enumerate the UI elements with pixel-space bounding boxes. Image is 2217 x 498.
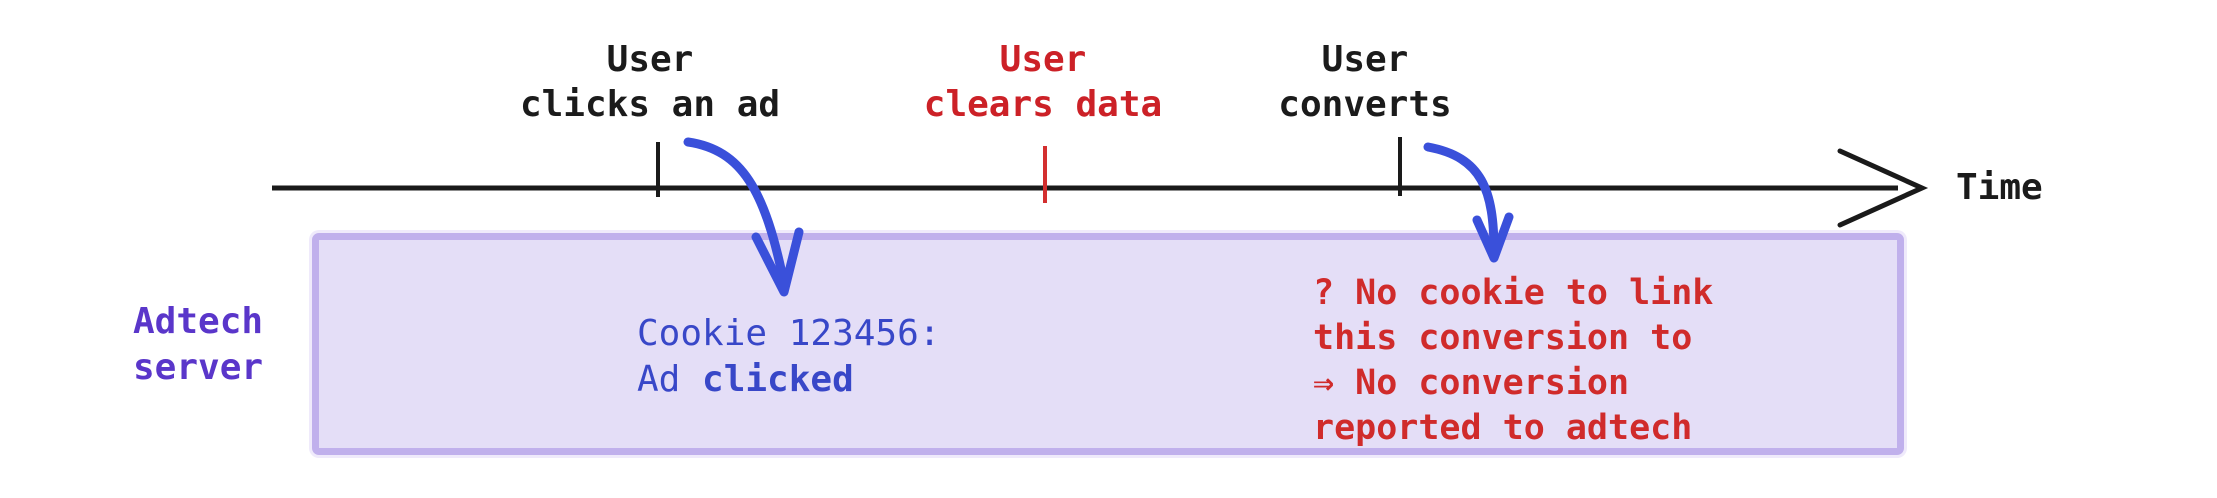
cookie-note-line2-normal: Ad: [637, 359, 703, 400]
cookie-note-line1: Cookie 123456:: [637, 313, 941, 354]
event-label-line: clicks an ad: [519, 84, 781, 125]
event-label-clicks-ad: User clicks an ad: [520, 37, 780, 127]
no-cookie-note-line2: this conversion to: [1313, 318, 1693, 358]
no-cookie-note-line1: ? No cookie to link: [1313, 273, 1714, 313]
no-cookie-note: ? No cookie to link this conversion to ⇒…: [1313, 271, 1713, 451]
time-axis-label: Time: [1956, 167, 2043, 208]
cookie-note: Cookie 123456: Ad clicked: [637, 311, 940, 403]
convert-to-note-arrow-icon: [1423, 142, 1514, 263]
event-label-line: User: [606, 39, 694, 80]
time-axis: [272, 148, 1929, 228]
event-label-line: clears data: [923, 84, 1163, 125]
event-label-converts: User converts: [1278, 37, 1451, 127]
adtech-server-label: Adtech server: [133, 299, 263, 391]
event-label-line: User: [999, 39, 1087, 80]
event-label-line: converts: [1278, 84, 1452, 125]
cookie-note-line2-bold: clicked: [702, 359, 854, 400]
lane-label-line: server: [133, 347, 264, 388]
time-axis-arrowhead-icon: [1837, 148, 1929, 228]
no-cookie-note-line3: ⇒ No conversion: [1313, 363, 1630, 403]
adtech-server-box: [312, 233, 1904, 455]
event-label-line: User: [1321, 39, 1409, 80]
click-to-cookie-arrow-icon: [683, 137, 804, 297]
cookie-note-line2: Ad clicked: [637, 357, 940, 403]
lane-label-line: Adtech: [133, 301, 264, 342]
no-cookie-note-line4: reported to adtech: [1313, 408, 1693, 448]
event-label-clears-data: User clears data: [924, 37, 1162, 127]
